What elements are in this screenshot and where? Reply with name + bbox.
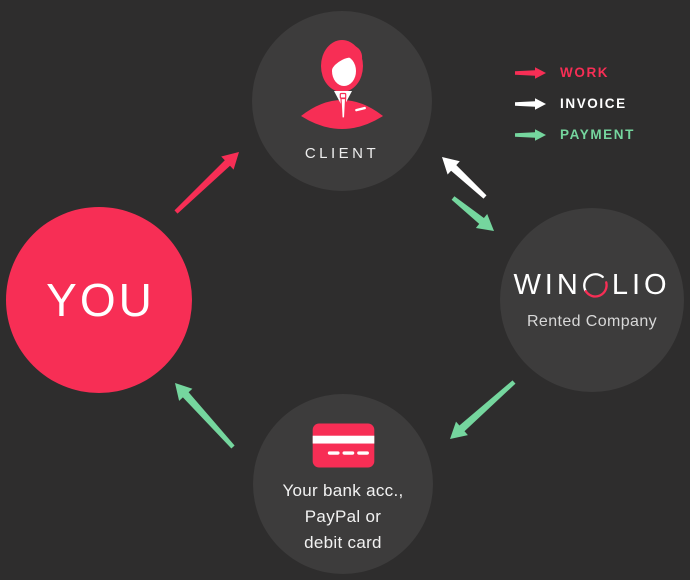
bank-node-label: Your bank acc., PayPal or debit card xyxy=(282,478,403,556)
invoice-arrow-icon xyxy=(515,97,546,110)
payment-arrow-client-to-winglio xyxy=(451,196,494,231)
winglio-logo: WIN LIO xyxy=(513,270,670,300)
payment-arrow-icon xyxy=(515,128,546,141)
winglio-logo-left: WIN xyxy=(513,268,582,301)
bank-node: Your bank acc., PayPal or debit card xyxy=(253,394,433,574)
payment-arrow-bank-to-you xyxy=(175,383,235,449)
you-node: YOU xyxy=(6,207,192,393)
winglio-logo-right: LIO xyxy=(611,268,671,301)
bank-line-1: Your bank acc., xyxy=(282,481,404,500)
winglio-node: WIN LIO Rented Company xyxy=(500,208,684,392)
legend: WORK INVOICE PAYMENT xyxy=(514,59,635,152)
legend-label-work: WORK xyxy=(560,65,610,80)
work-arrow-icon xyxy=(515,66,546,79)
client-node-label: CLIENT xyxy=(304,145,380,162)
client-node: CLIENT xyxy=(252,11,432,191)
bank-line-3: debit card xyxy=(304,533,382,552)
payment-arrow-winglio-to-bank xyxy=(450,380,516,439)
legend-label-invoice: INVOICE xyxy=(560,96,627,111)
work-arrow-you-to-client xyxy=(174,152,239,214)
legend-row-work: WORK xyxy=(514,59,635,86)
you-node-label: YOU xyxy=(46,274,155,326)
work-arrow-icon xyxy=(515,66,546,79)
winglio-subtitle: Rented Company xyxy=(526,312,658,330)
legend-label-payment: PAYMENT xyxy=(560,127,635,142)
legend-row-payment: PAYMENT xyxy=(514,121,635,148)
invoice-arrow-winglio-to-client xyxy=(442,157,487,199)
winglio-g-icon xyxy=(582,272,608,298)
legend-row-invoice: INVOICE xyxy=(514,90,635,117)
bank-line-2: PayPal or xyxy=(304,507,382,526)
invoice-arrow-icon xyxy=(515,97,546,110)
credit-card-icon xyxy=(312,423,374,468)
client-person-icon xyxy=(301,40,383,129)
payment-arrow-icon xyxy=(515,128,546,141)
